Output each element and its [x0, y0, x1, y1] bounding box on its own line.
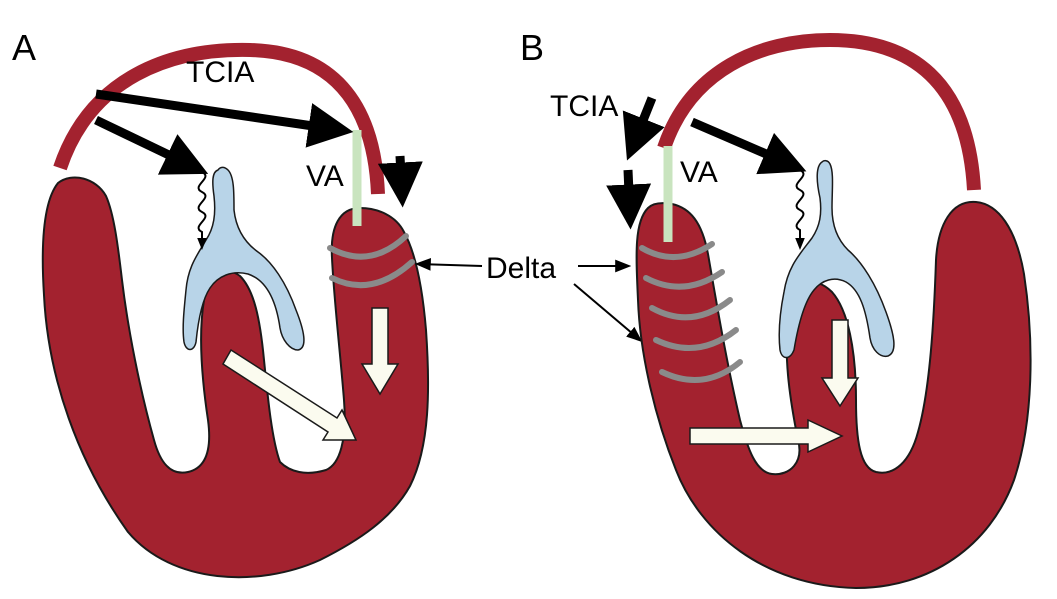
panel-b: B TCIA VA	[520, 27, 1032, 590]
panel-b-vessel	[778, 159, 895, 359]
panel-b-delta-arc-3	[649, 297, 733, 321]
panel-a-va-label: VA	[306, 160, 344, 193]
panel-a-tcia-label: TCIA	[186, 56, 254, 89]
wavy-arrow	[197, 171, 207, 250]
panel-a: A TCIA VA	[12, 27, 430, 579]
panel-a-delta-arcs	[327, 233, 415, 289]
panel-b-tcia-arch	[657, 32, 981, 191]
delta-callout: Delta	[414, 252, 643, 343]
panel-a-flow-arrows	[221, 307, 400, 441]
panel-b-tcia-label: TCIA	[550, 90, 618, 123]
panel-b-delta-arc-2	[643, 269, 725, 290]
panel-b-letter: B	[520, 27, 544, 68]
panel-a-delta-arc-1	[327, 233, 409, 260]
panel-b-black-arrows	[606, 96, 807, 230]
panel-b-delta-arcs	[639, 241, 743, 383]
delta-label: Delta	[486, 252, 556, 285]
panel-b-delta-arc-1	[639, 241, 715, 261]
panel-b-flow-arrows	[689, 319, 860, 454]
panel-a-myocardium	[41, 176, 430, 579]
panel-a-tcia-arch	[53, 42, 385, 195]
panel-a-black-arrows	[94, 89, 423, 208]
panel-b-delta-arc-4	[653, 327, 739, 351]
black-arrow	[95, 89, 354, 148]
white-flow-arrow	[360, 307, 400, 396]
panel-a-vessel	[182, 166, 305, 351]
panel-b-va-label: VA	[680, 156, 718, 189]
black-arrow	[622, 96, 665, 161]
panel-a-letter: A	[12, 27, 36, 68]
black-arrow	[414, 258, 483, 271]
black-arrow	[606, 169, 652, 230]
black-arrow	[377, 155, 423, 208]
white-flow-arrow	[820, 319, 860, 408]
wavy-arrow	[795, 169, 805, 250]
white-flow-arrow	[221, 348, 358, 441]
panel-b-delta-arc-5	[659, 359, 743, 383]
white-flow-arrow	[689, 418, 844, 454]
black-arrow	[573, 283, 643, 343]
panel-a-delta-arc-2	[329, 259, 415, 289]
black-arrow	[94, 115, 209, 175]
black-arrow	[690, 117, 807, 175]
